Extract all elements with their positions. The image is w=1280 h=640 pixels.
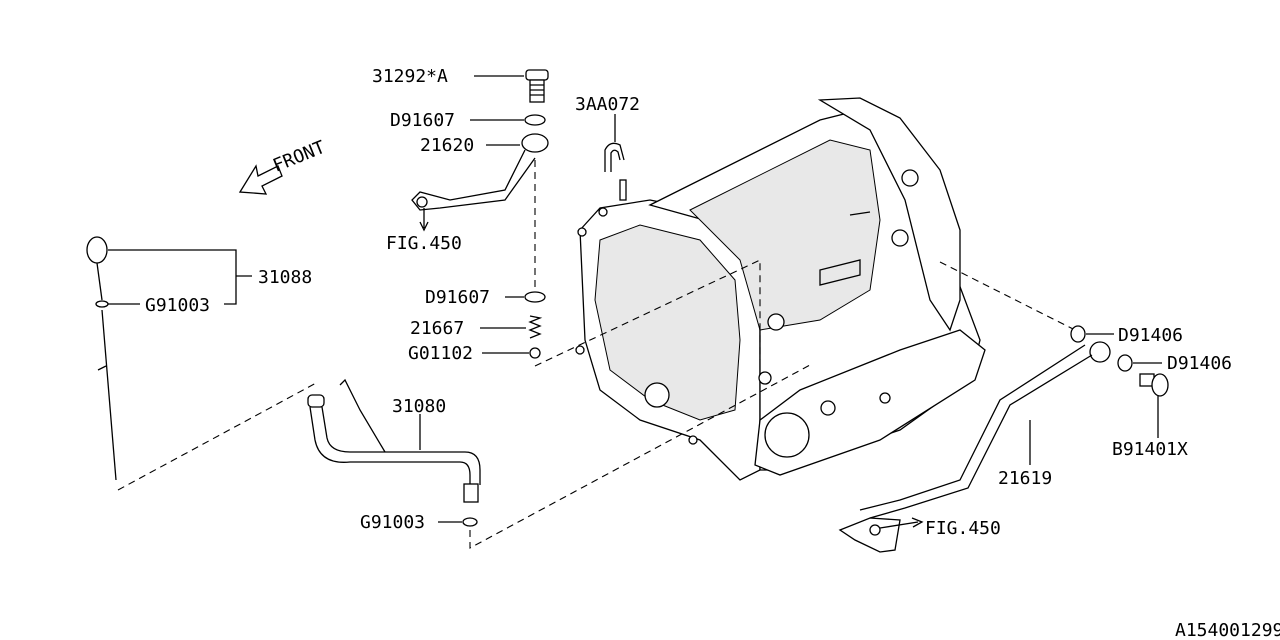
fig-ref-right: FIG.450 (925, 518, 1001, 539)
gauge-31088 (86, 236, 117, 481)
ball-g01102 (529, 347, 541, 359)
fig-ref-left: FIG.450 (386, 233, 462, 254)
callout-d91406-b: D91406 (1167, 353, 1232, 374)
oring-g91003-bottom (462, 517, 478, 527)
bolt-b91401x (1139, 373, 1169, 397)
callout-3aa072: 3AA072 (575, 94, 640, 115)
callout-21619: 21619 (998, 468, 1052, 489)
pipe-21620 (411, 133, 549, 232)
front-label: FRONT (270, 137, 328, 177)
callout-31080: 31080 (392, 396, 446, 417)
spring-21667 (528, 315, 543, 339)
pipe-21619 (838, 341, 1111, 553)
pipe-31080 (307, 378, 481, 503)
callout-31088: 31088 (258, 267, 312, 288)
washer-d91406-b (1117, 354, 1133, 372)
callout-31292: 31292*A (372, 66, 448, 87)
callout-d91607-top: D91607 (390, 110, 455, 131)
front-arrow-icon (238, 164, 283, 195)
callout-21620: 21620 (420, 135, 474, 156)
hose-3aa072 (604, 142, 627, 201)
callout-g01102: G01102 (408, 343, 473, 364)
washer-d91607-top (524, 114, 546, 126)
washer-d91406-a (1070, 325, 1086, 343)
callout-b91401x: B91401X (1112, 439, 1188, 460)
washer-d91607-mid (524, 291, 546, 303)
callout-21667: 21667 (410, 318, 464, 339)
plug-31292 (525, 69, 549, 103)
callout-g91003-top: G91003 (145, 295, 210, 316)
diagram-id: A154001299 (1175, 620, 1280, 640)
callout-d91406-a: D91406 (1118, 325, 1183, 346)
transmission-housing (575, 97, 986, 481)
callout-d91607-mid: D91607 (425, 287, 490, 308)
callout-g91003-bottom: G91003 (360, 512, 425, 533)
